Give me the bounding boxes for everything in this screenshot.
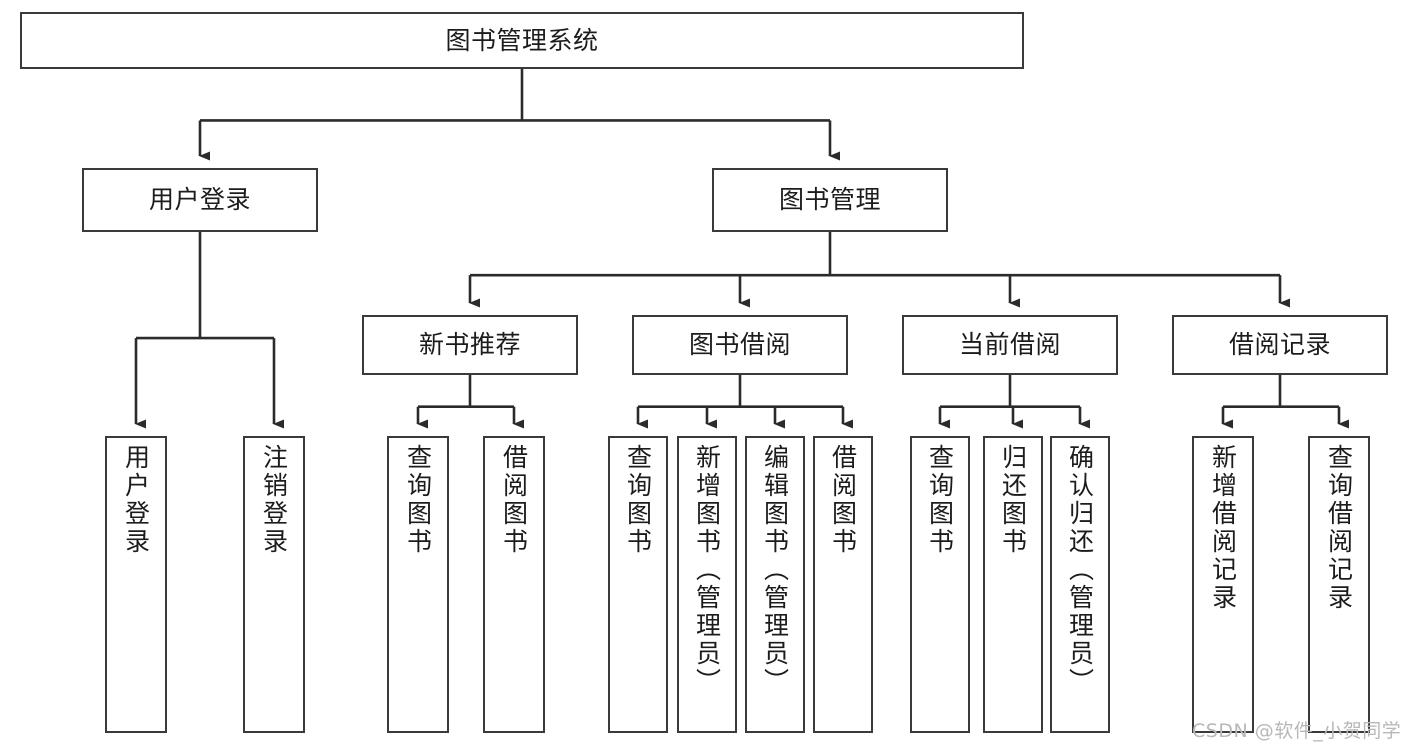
- node-borrow-record[interactable]: 借阅记录: [1172, 315, 1388, 375]
- node-new-book-rec[interactable]: 新书推荐: [362, 315, 578, 375]
- node-leaf-query-book-cur-label: 查询图书: [925, 444, 955, 556]
- node-leaf-query-record[interactable]: 查询借阅记录: [1308, 436, 1370, 733]
- node-book-borrow-label: 图书借阅: [688, 330, 791, 359]
- node-current-borrow-label: 当前借阅: [958, 330, 1061, 359]
- node-book-manage[interactable]: 图书管理: [712, 168, 948, 232]
- node-leaf-query-record-label: 查询借阅记录: [1324, 444, 1354, 612]
- node-current-borrow[interactable]: 当前借阅: [902, 315, 1118, 375]
- node-borrow-record-label: 借阅记录: [1228, 330, 1331, 359]
- node-leaf-return-book-label: 归还图书: [998, 444, 1028, 556]
- node-leaf-user-logout[interactable]: 注销登录: [243, 436, 305, 733]
- node-leaf-query-book-borrow[interactable]: 查询图书: [608, 436, 668, 733]
- node-leaf-query-book-cur[interactable]: 查询图书: [910, 436, 970, 733]
- node-root[interactable]: 图书管理系统: [20, 12, 1024, 69]
- node-leaf-user-logout-label: 注销登录: [259, 444, 289, 556]
- node-leaf-edit-book[interactable]: 编辑图书（管理员）: [745, 436, 805, 733]
- node-user-login-label: 用户登录: [148, 185, 251, 214]
- node-root-label: 图书管理系统: [445, 25, 599, 55]
- node-book-manage-label: 图书管理: [778, 185, 881, 214]
- node-leaf-return-book[interactable]: 归还图书: [983, 436, 1043, 733]
- node-leaf-confirm-return-label: 确认归还（管理员）: [1065, 444, 1095, 696]
- node-leaf-borrow-book-rec[interactable]: 借阅图书: [483, 436, 545, 733]
- node-book-borrow[interactable]: 图书借阅: [632, 315, 848, 375]
- node-leaf-add-book-label: 新增图书（管理员）: [692, 444, 722, 696]
- csdn-watermark: CSDN @软件_小贺同学: [1192, 720, 1402, 742]
- node-leaf-add-record-label: 新增借阅记录: [1208, 444, 1238, 612]
- node-leaf-user-login[interactable]: 用户登录: [105, 436, 167, 733]
- node-leaf-add-record[interactable]: 新增借阅记录: [1192, 436, 1254, 733]
- node-leaf-query-book-rec[interactable]: 查询图书: [387, 436, 449, 733]
- node-new-book-rec-label: 新书推荐: [418, 330, 521, 359]
- node-leaf-edit-book-label: 编辑图书（管理员）: [760, 444, 790, 696]
- node-leaf-borrow-book-rec-label: 借阅图书: [499, 444, 529, 556]
- node-leaf-add-book[interactable]: 新增图书（管理员）: [677, 436, 737, 733]
- node-leaf-query-book-borrow-label: 查询图书: [623, 444, 653, 556]
- node-leaf-borrow-book[interactable]: 借阅图书: [813, 436, 873, 733]
- node-leaf-borrow-book-label: 借阅图书: [828, 444, 858, 556]
- node-user-login[interactable]: 用户登录: [82, 168, 318, 232]
- node-leaf-query-book-rec-label: 查询图书: [403, 444, 433, 556]
- node-leaf-confirm-return[interactable]: 确认归还（管理员）: [1050, 436, 1110, 733]
- node-leaf-user-login-label: 用户登录: [121, 444, 151, 556]
